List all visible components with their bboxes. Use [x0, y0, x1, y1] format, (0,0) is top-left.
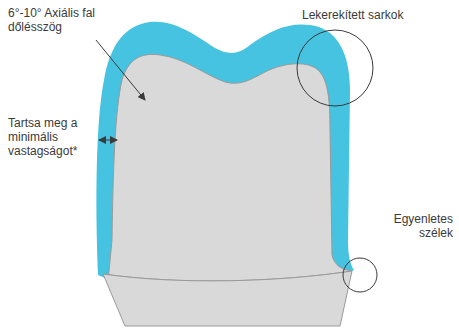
taper-leader — [96, 40, 145, 100]
rounded-corners-label: Lekerekített sarkok — [302, 8, 452, 22]
thickness-label: Tartsa meg a minimális vastagságot* — [8, 116, 94, 158]
thickness-arrow — [99, 140, 117, 141]
margin-circle — [343, 258, 377, 292]
tooth-root — [103, 271, 352, 326]
rounded-corner-circle — [297, 30, 373, 106]
tooth-preparation — [103, 54, 352, 282]
margin-label: Egyenletes szélek — [361, 212, 453, 240]
taper-label: 6°-10° Axiális fal dőlésszög — [8, 6, 133, 34]
